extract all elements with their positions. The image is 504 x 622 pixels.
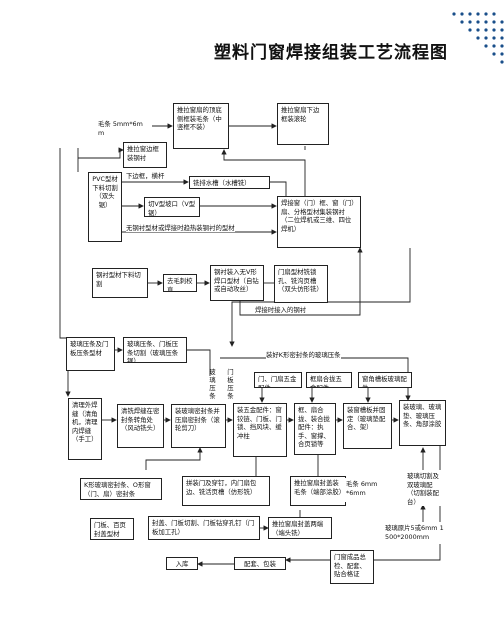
corner-decoration	[452, 12, 504, 64]
box-side-sweep: 推拉窗边框装钢衬	[123, 142, 167, 168]
box-cover-cut: 封盖、门板切割、门板钻穿孔钉（门板加工孔）	[148, 516, 260, 540]
box-hardware2: 框、扇合拢、装合拢配件：执手、窗撑、合页锁等	[294, 403, 336, 455]
box-glass-strip-cut: 玻璃压条、门板压条切割（玻璃压条锯）	[123, 337, 187, 363]
page-title: 塑料门窗焊接组装工艺流程图	[214, 43, 448, 63]
box-glass-cut: 玻璃切割及双玻璃配（切割装配台）	[404, 470, 444, 506]
box-weld: 焊接窗（门）框、窗（门）扇、分格型材集装钢衬（二位焊机或三维、四位焊机）	[277, 196, 361, 248]
box-v-cut: 切V型坡口（V型锯）	[144, 197, 200, 217]
box-glass-strip: 玻璃压条及门板压条型材	[66, 337, 115, 371]
box-frame-hw: 框扇合拢五金配件	[306, 372, 352, 388]
box-maotiao: 毛条 5mm*6mm	[95, 118, 152, 138]
box-mill-drain: 铣排水槽（水槽铣）	[189, 176, 270, 189]
label-door-strip: 门板压条	[227, 368, 234, 400]
box-glass-spec: 玻璃原片5或6mm 1500*2000mm	[382, 522, 450, 544]
box-cap-seal: 推拉窗扇封盖两端（端头铣）	[268, 517, 332, 539]
box-glass-install: 装玻璃、玻璃垫、玻璃压条、角部涂胶	[399, 400, 446, 446]
box-top-sweep: 推拉窗扇的顶底侧框装毛条（中竖框不装）	[173, 103, 229, 149]
box-store: 入库	[166, 557, 198, 570]
box-deburr: 去毛刺校直	[163, 274, 197, 292]
box-assemble-door: 拼装门及穿钉，内门扇包边、铣活页槽（仿形铣）	[182, 476, 270, 506]
label-glass-strip: 玻璃压条	[209, 368, 216, 400]
box-door-hw: 门、门扇五金配件	[254, 372, 302, 388]
label-lower-frame: 下边框，横杆	[126, 172, 165, 180]
label-weld-steel: 焊接时接入的钢衬	[255, 306, 307, 314]
box-k-seal: K形玻璃密封条、O形窗（门、扇）密封条	[80, 478, 162, 500]
box-window-hw: 窗角槽板玻璃配件	[358, 372, 412, 388]
box-steel-cut: 钢衬型材下料切割	[92, 268, 148, 298]
box-clean-corner: 清铣焊缝在密封条转角处（风动铣头）	[117, 404, 164, 448]
box-hardware1: 装五金配件：窗铰链、门板、门锁、挡风块、缓冲柱	[233, 403, 287, 457]
box-clean-outer: 清理外焊缝（清角机，清理内焊缝（手工）	[68, 398, 102, 460]
box-maotiao2: 毛条 6mm*6mm	[343, 478, 383, 502]
box-door-panel: 门板、百页封盖型材	[90, 518, 134, 540]
box-lock-mill: 门扇型材铣锁孔、铣沟页槽（双头仿形铣）	[274, 265, 328, 303]
label-no-steel: 无钢衬型材或焊接时趋热装钢衬的型材	[126, 224, 235, 232]
box-slide-seal: 推拉窗扇封盖装毛条（端部涂胶）	[290, 476, 346, 506]
label-good-k: 装好K形密封条的玻璃压条	[266, 351, 341, 359]
box-lower-sweep: 推拉窗扇下边框装滚轮	[277, 103, 329, 145]
box-pack: 配套、包装	[234, 557, 286, 570]
box-gasket: 装窗槽板并固定（玻璃垫配合、架）	[343, 403, 392, 449]
box-steel-install: 钢衬装入无V形焊口型材（自钻或自动攻丝）	[210, 265, 264, 301]
box-pvc-cut: PVC型材下料切割（双头锯）	[88, 172, 122, 242]
box-seal-strip: 装玻璃密封条并压扇密封条（滚轮剪刀）	[171, 404, 226, 448]
box-final-check: 门窗成品总检、配套、贴合格证	[330, 550, 374, 584]
